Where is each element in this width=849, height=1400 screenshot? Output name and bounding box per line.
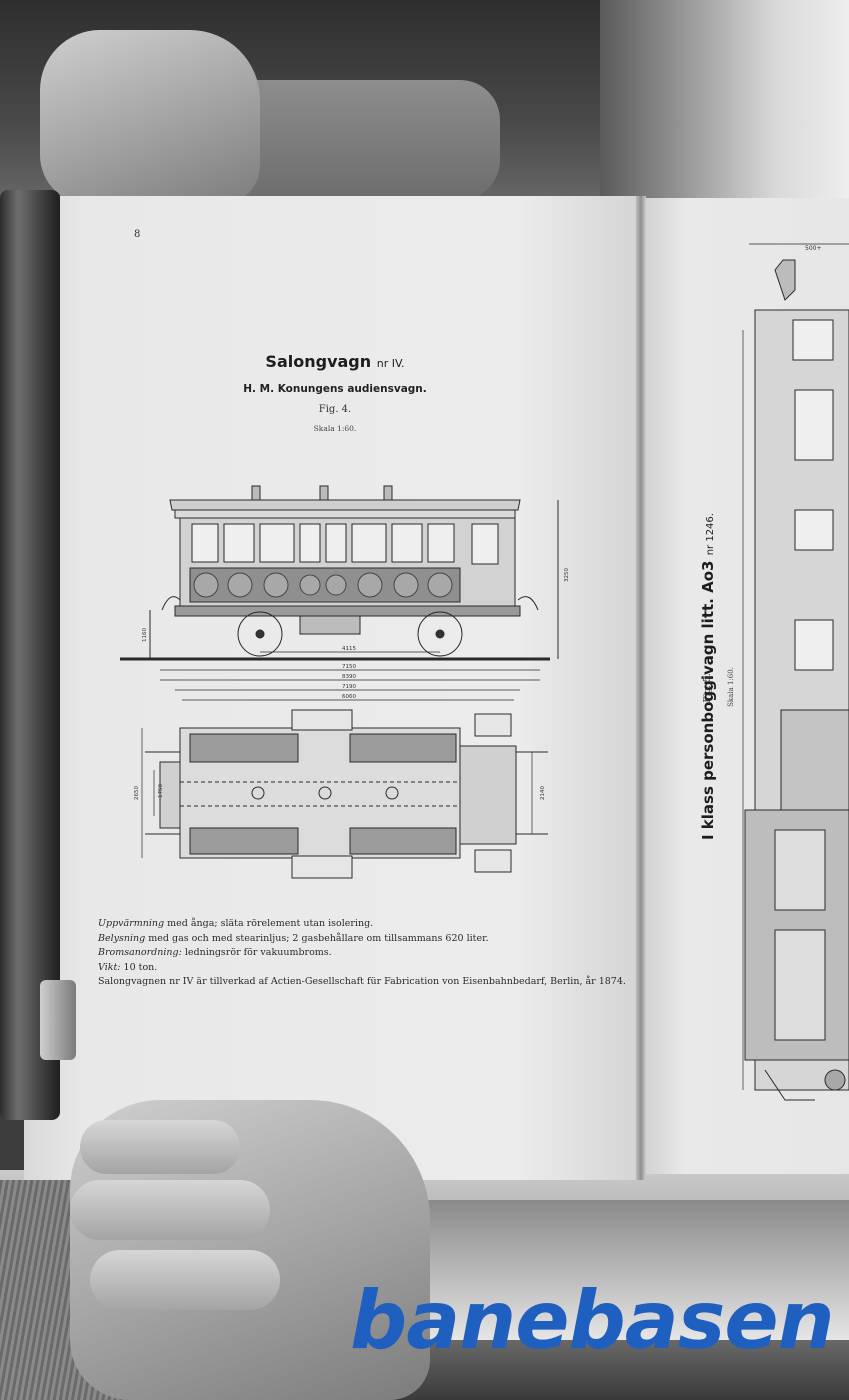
watermark-logo: banebasen [350, 1274, 835, 1367]
finger [90, 1250, 280, 1310]
figure-label: Fig. 4. [318, 404, 352, 415]
dim-height: 3250 [564, 568, 570, 582]
top-hand [40, 30, 260, 205]
dim-length-3: 7190 [342, 684, 356, 690]
bogie-car-drawing: 500+ [742, 243, 849, 1101]
right-title-code: Ao3 [699, 560, 717, 593]
binder-clip [40, 980, 76, 1060]
dim-width-1: 2650 [134, 786, 140, 800]
right-figure-label: Fig. 5. [703, 673, 713, 703]
scale-label: Skala 1:60. [313, 424, 357, 433]
page-number: 8 [134, 229, 141, 240]
finger [70, 1180, 270, 1240]
title-suffix: nr IV. [376, 357, 405, 370]
book-gutter [636, 196, 646, 1180]
notes-block: Uppvärmning med ånga; släta rörelement u… [98, 917, 626, 990]
finger [80, 1120, 240, 1174]
right-title-main: I klass personboggivagn litt. [699, 598, 717, 840]
title-main: Salongvagn [265, 352, 372, 371]
dim-width-2: 1750 [158, 784, 164, 798]
note-line: Belysning med gas och med stearinljus; 2… [98, 932, 489, 944]
right-title-suffix: nr 1246. [705, 513, 716, 556]
salon-car-drawing: 3250 1160 4115 7150 8390 7190 6060 2650 … [120, 485, 570, 879]
dim-wheelbase: 4115 [342, 646, 356, 652]
left-page [24, 196, 640, 1180]
right-top-dimension: 500+ [805, 245, 821, 252]
dim-length-2: 8390 [342, 674, 356, 680]
page-subtitle: H. M. Konungens audiensvagn. [243, 383, 427, 395]
binder-spine [0, 190, 60, 1120]
dim-width-3: 2140 [540, 786, 546, 800]
page-title: Salongvagn nr IV. [200, 352, 470, 371]
dim-wheel-height: 1160 [142, 628, 148, 642]
note-line: Bromsanordning: ledningsrör för vakuumbr… [98, 947, 332, 958]
note-line: Uppvärmning med ånga; släta rörelement u… [98, 918, 374, 929]
dim-length-4: 6060 [342, 694, 356, 700]
note-line: Salongvagnen nr IV är tillverkad af Acti… [98, 976, 626, 987]
background-window [600, 0, 849, 200]
dim-length-1: 7150 [342, 664, 356, 670]
note-line: Vikt: 10 ton. [98, 961, 158, 973]
